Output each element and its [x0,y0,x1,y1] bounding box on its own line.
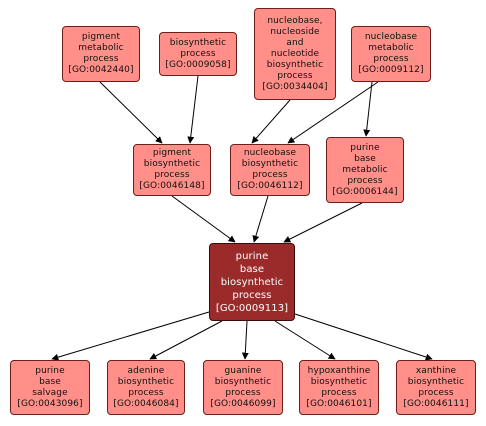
edge-purine-base-biosynthetic-to-xanthine [294,313,433,361]
node-label-line: and [286,37,304,48]
node-label-line: metabolic [342,164,388,175]
node-go-id: [GO:0034404] [262,81,328,92]
node-label-line: metabolic [78,43,124,53]
edge-purine-base-metabolic-to-purine-base-biosynthetic [283,202,363,243]
edge-purine-base-biosynthetic-to-adenine [149,320,223,360]
node-label-line: biosynthetic [407,376,465,387]
node-label-line: process [373,54,409,64]
node-go-id: [GO:0009112] [358,65,424,75]
edge-nucleobase-nucleoside-to-nucleobase-biosynthetic [251,99,291,144]
node-label-line: nucleoside [270,26,320,37]
node-label-line: process [154,170,190,180]
node-label-line: nucleobase [364,32,418,42]
node-label-line: process [180,48,216,59]
node-label-line: nucleotide [270,48,320,59]
node-label-line: salvage [32,387,68,398]
node-label-line: hypoxanthine [307,365,371,376]
edge-nucleobase-metabolic-to-purine-base-metabolic [363,81,373,137]
node-label-line: nucleobase, [267,15,323,26]
node-label-line: base [39,376,61,387]
node-go-id: [GO:0043096] [17,398,83,409]
node-go-id: [GO:0046111] [403,398,469,409]
edge-purine-base-biosynthetic-to-hypoxanthine [274,320,336,360]
node-label-line: pigment [81,32,121,42]
node-label-line: process [225,387,261,398]
node-label-line: process [347,175,383,186]
node-label-line: biosynthetic [117,376,175,387]
edge-purine-base-biosynthetic-to-guanine [241,320,249,360]
node-pigment-biosynthetic-process[interactable]: pigment biosynthetic process [GO:0046148… [133,144,211,196]
node-xanthine-biosynthetic-process[interactable]: xanthine biosynthetic process [GO:004611… [396,360,476,415]
node-label-line: adenine [127,365,165,376]
node-label-line: pigment [152,148,192,158]
node-hypoxanthine-biosynthetic-process[interactable]: hypoxanthine biosynthetic process [GO:00… [299,360,379,415]
node-label-line: biosynthetic [143,159,201,169]
edge-pigment-metabolic-to-pigment-biosynthetic [99,81,163,144]
node-label-line: process [418,387,454,398]
node-label-line: biosynthetic [220,276,284,288]
node-purine-base-metabolic-process[interactable]: purine base metabolic process [GO:000614… [326,137,404,203]
node-nucleobase-biosynthetic-process[interactable]: nucleobase biosynthetic process [GO:0046… [230,144,310,196]
node-go-id: [GO:0042440] [68,65,134,75]
node-label-line: biosynthetic [169,37,227,48]
node-label-line: process [321,387,357,398]
node-nucleobase-nucleoside-nucleotide-biosynthetic-process[interactable]: nucleobase, nucleoside and nucleotide bi… [254,8,336,100]
node-go-id: [GO:0046112] [237,181,303,191]
node-label-line: purine [350,142,380,153]
node-label-line: biosynthetic [241,159,299,169]
node-nucleobase-metabolic-process[interactable]: nucleobase metabolic process [GO:0009112… [351,26,431,82]
edge-pigment-biosynthetic-to-purine-base-biosynthetic [171,195,236,243]
node-label-line: nucleobase [243,148,297,158]
node-label-line: xanthine [415,365,457,376]
node-label-line: process [232,289,272,301]
node-label-line: biosynthetic [266,59,324,70]
node-label-line: guanine [224,365,262,376]
edge-nucleobase-biosynthetic-to-purine-base-biosynthetic [252,195,269,243]
node-label-line: biosynthetic [214,376,272,387]
node-label-line: purine [235,250,269,262]
node-label-line: process [128,387,164,398]
node-guanine-biosynthetic-process[interactable]: guanine biosynthetic process [GO:0046099… [203,360,283,415]
node-go-id: [GO:0006144] [332,186,398,197]
node-adenine-biosynthetic-process[interactable]: adenine biosynthetic process [GO:0046084… [107,360,185,415]
node-go-id: [GO:0046084] [113,398,179,409]
node-go-id: [GO:0009113] [215,302,289,314]
node-label-line: biosynthetic [310,376,368,387]
node-go-id: [GO:0046099] [210,398,276,409]
node-purine-base-salvage[interactable]: purine base salvage [GO:0043096] [10,360,90,415]
node-pigment-metabolic-process[interactable]: pigment metabolic process [GO:0042440] [62,26,140,82]
node-go-id: [GO:0046101] [306,398,372,409]
node-purine-base-biosynthetic-process-focus[interactable]: purine base biosynthetic process [GO:000… [209,243,295,321]
node-label-line: process [277,70,313,81]
edge-nucleobase-metabolic-to-nucleobase-biosynthetic [287,81,379,144]
node-label-line: metabolic [368,43,414,53]
edge-purine-base-biosynthetic-to-salvage [51,311,210,361]
edge-biosynthetic-to-pigment-biosynthetic [187,75,199,144]
node-go-id: [GO:0046148] [139,181,205,191]
node-label-line: base [239,263,265,275]
node-go-id: [GO:0009058] [165,59,231,70]
node-label-line: base [354,153,376,164]
node-label-line: process [83,54,119,64]
node-label-line: process [252,170,288,180]
node-biosynthetic-process[interactable]: biosynthetic process [GO:0009058] [159,32,237,76]
node-label-line: purine [35,365,65,376]
